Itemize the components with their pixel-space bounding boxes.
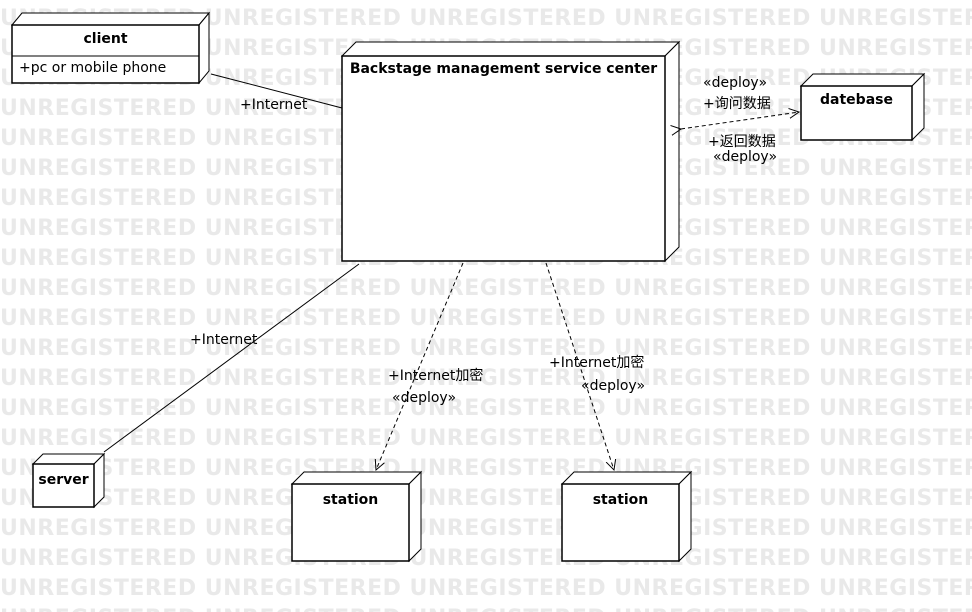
server-node[interactable] xyxy=(31,452,106,509)
station-node-1[interactable] xyxy=(290,470,423,563)
server-link-label: +Internet xyxy=(190,332,258,348)
client-center-link[interactable] xyxy=(210,73,343,109)
station-2-title: station xyxy=(592,492,649,508)
server-node-title: server xyxy=(38,472,89,488)
station2-deploy-stereotype: «deploy» xyxy=(581,378,646,394)
center-database-link[interactable] xyxy=(681,112,799,129)
database-node[interactable] xyxy=(799,72,926,142)
backstage-center-title: Backstage management service center xyxy=(349,61,658,77)
database-node-title: datebase xyxy=(820,92,893,108)
station-node-2[interactable] xyxy=(560,470,693,563)
center-server-link[interactable] xyxy=(103,263,360,453)
client-center-label: +Internet xyxy=(240,97,308,113)
station1-deploy-stereotype: «deploy» xyxy=(392,390,457,406)
database-deploy-stereotype-bottom: «deploy» xyxy=(713,149,778,165)
center-station1-link[interactable] xyxy=(376,262,464,470)
client-node-title: client xyxy=(83,31,128,47)
backstage-center-node[interactable] xyxy=(340,40,681,263)
client-node[interactable] xyxy=(10,11,211,85)
client-attribute: +pc or mobile phone xyxy=(19,60,167,76)
database-query-role: +询问数据 xyxy=(703,96,771,112)
center-station2-link[interactable] xyxy=(545,262,614,470)
database-deploy-stereotype-top: «deploy» xyxy=(703,75,768,91)
database-return-role: +返回数据 xyxy=(708,134,776,150)
station1-link-label: +Internet加密 xyxy=(388,368,484,384)
station-1-title: station xyxy=(322,492,379,508)
station2-link-label: +Internet加密 xyxy=(549,355,645,371)
